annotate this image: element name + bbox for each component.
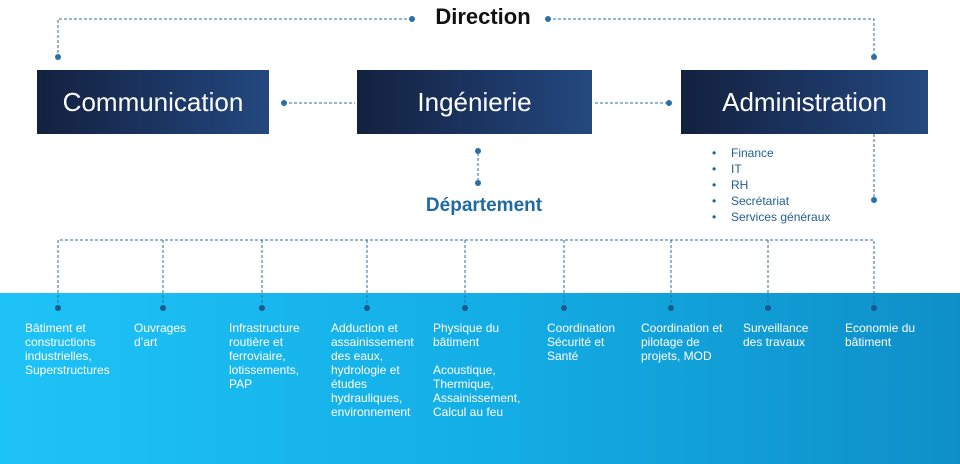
connector-dot [871, 197, 877, 203]
department-dot [462, 305, 468, 311]
admin-item-rh: RH [712, 177, 830, 193]
dept-line: Adduction et [331, 321, 398, 335]
department-label: Département [425, 195, 543, 216]
dept-economie: Economie du bâtiment [845, 321, 915, 349]
department-dot [765, 305, 771, 311]
dept-line: Surveillance [743, 321, 809, 335]
dept-line: environnement [331, 405, 411, 419]
communication-box: Communication [37, 70, 269, 134]
dept-line: projets, MOD [641, 349, 712, 363]
dept-line: Ouvrages [134, 321, 187, 335]
dept-line-gap [433, 349, 520, 363]
dept-line: Coordination [547, 321, 616, 335]
connector-dot [55, 54, 61, 60]
dept-line: Physique du [433, 321, 500, 335]
department-dot [55, 305, 61, 311]
dept-line: bâtiment [845, 335, 892, 349]
connector-direction-left [57, 18, 412, 57]
dept-physique-batiment: Physique du bâtiment Acoustique, Thermiq… [433, 321, 520, 419]
connector-dot [409, 16, 415, 22]
department-dot [561, 305, 567, 311]
connector-department-bracket [57, 239, 875, 308]
dept-line: des eaux, [331, 349, 384, 363]
dept-line: Infrastructure [229, 321, 300, 335]
dept-line: des travaux [743, 335, 806, 349]
admin-item-it: IT [712, 161, 830, 177]
dept-line: bâtiment [433, 335, 480, 349]
dept-line: Superstructures [25, 363, 110, 377]
dept-line: Economie du [845, 321, 916, 335]
ingenierie-box: Ingénierie [357, 70, 592, 134]
dept-line: PAP [229, 377, 253, 391]
direction-title: Direction [435, 4, 531, 29]
dept-line: pilotage de [641, 335, 700, 349]
dept-line: Thermique, [433, 377, 494, 391]
dept-line: Calcul au feu [433, 405, 504, 419]
dept-line: hydrauliques, [331, 391, 403, 405]
dept-line: d’art [134, 335, 158, 349]
connector-dot [475, 180, 481, 186]
department-dot [259, 305, 265, 311]
admin-item-secretariat: Secrétariat [712, 193, 830, 209]
department-dot [871, 305, 877, 311]
admin-item-services-generaux: Services généraux [712, 209, 830, 225]
dept-adduction: Adduction et assainissement des eaux, hy… [331, 321, 414, 419]
dept-line: Acoustique, [433, 363, 496, 377]
dept-infrastructure: Infrastructure routière et ferroviaire, … [229, 321, 300, 391]
administration-list: Finance IT RH Secrétariat Services génér… [712, 145, 830, 225]
dept-line: ferroviaire, [229, 349, 286, 363]
dept-line: industrielles, [25, 349, 92, 363]
connector-dot [871, 54, 877, 60]
dept-line: assainissement [331, 335, 414, 349]
departments-band [0, 293, 960, 464]
dept-batiment: Bâtiment et constructions industrielles,… [25, 321, 110, 377]
connector-dot [281, 100, 287, 106]
dept-line: hydrologie et [331, 363, 400, 377]
admin-item-finance: Finance [712, 145, 830, 161]
dept-line: Assainissement, [433, 391, 521, 405]
department-dot [160, 305, 166, 311]
dept-line: Santé [547, 349, 579, 363]
connector-dot [666, 100, 672, 106]
connector-dot [545, 16, 551, 22]
dept-line: Coordination et [641, 321, 723, 335]
dept-coordination-securite: Coordination Sécurité et Santé [547, 321, 615, 363]
administration-box: Administration [681, 70, 928, 134]
connector-direction-right [548, 18, 875, 57]
department-dot [364, 305, 370, 311]
dept-line: études [331, 377, 368, 391]
dept-coordination-pilotage: Coordination et pilotage de projets, MOD [641, 321, 722, 363]
department-dot [668, 305, 674, 311]
dept-line: routière et [229, 335, 284, 349]
dept-line: constructions [25, 335, 96, 349]
dept-surveillance: Surveillance des travaux [743, 321, 808, 349]
connector-dot [475, 148, 481, 154]
dept-line: Bâtiment et [25, 321, 86, 335]
dept-ouvrages-art: Ouvrages d’art [134, 321, 186, 349]
dept-line: lotissements, [229, 363, 300, 377]
dept-line: Sécurité et [547, 335, 605, 349]
